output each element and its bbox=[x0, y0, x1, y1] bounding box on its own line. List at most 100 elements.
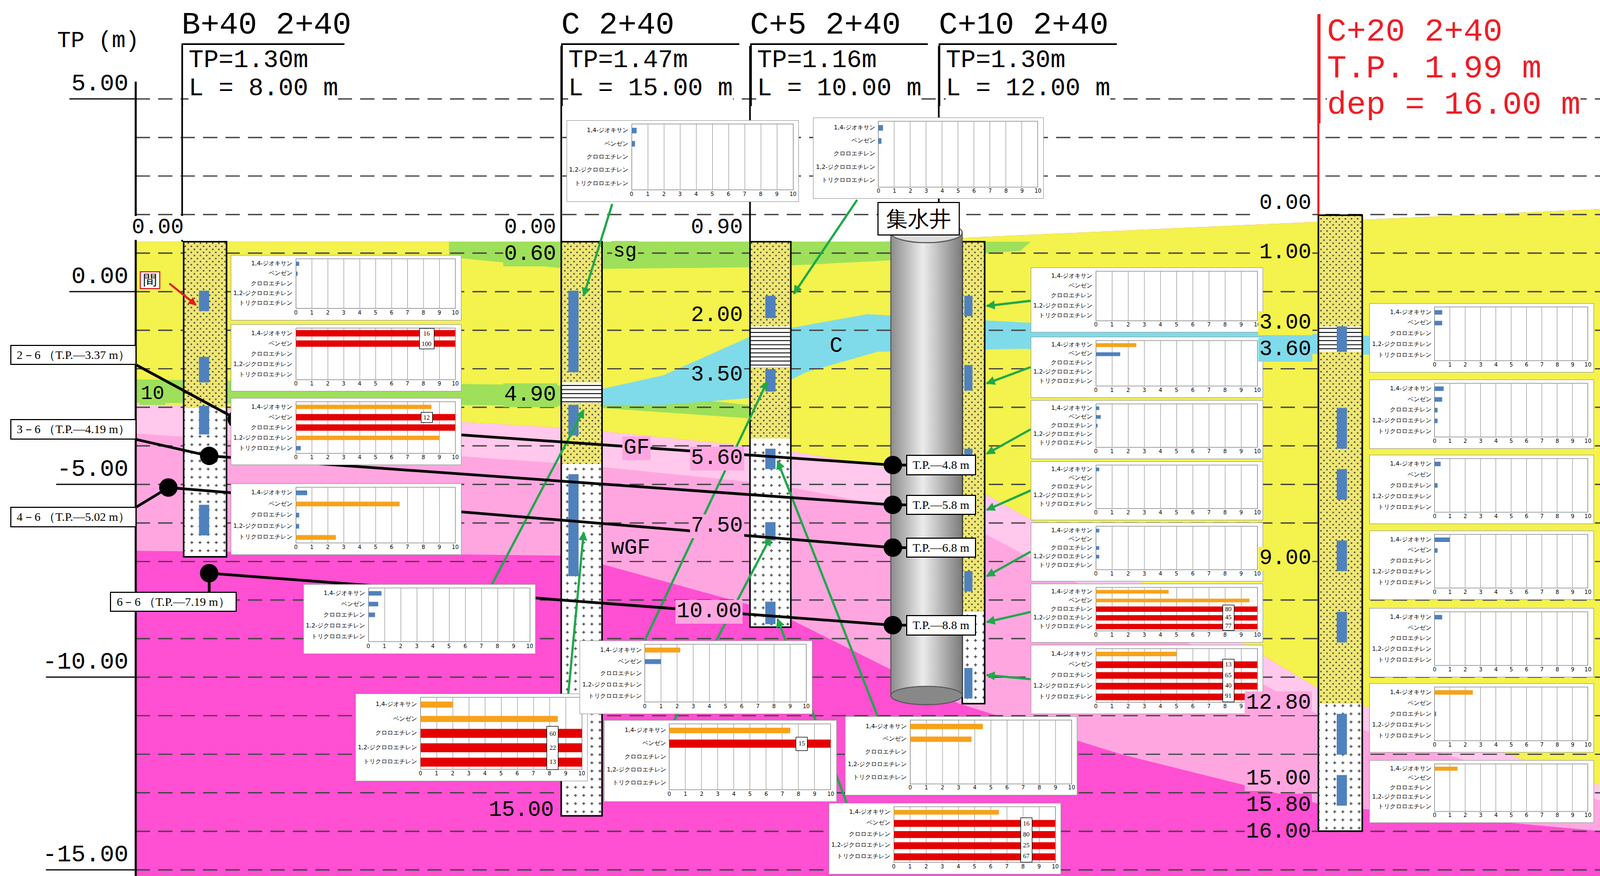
axis-tick: 3 bbox=[341, 543, 346, 551]
grid-line bbox=[1449, 383, 1450, 438]
grid-line bbox=[1176, 404, 1177, 448]
axis-tick: 7 bbox=[531, 770, 536, 778]
substance-label: クロロエチレン bbox=[1389, 783, 1432, 793]
concentration-bar bbox=[295, 424, 455, 431]
substance-label: 1,4-ジオキサン bbox=[251, 401, 293, 413]
grid-line bbox=[1541, 534, 1543, 589]
axis-tick: 8 bbox=[1223, 386, 1227, 394]
axis-tick: 7 bbox=[743, 190, 747, 198]
substance-label: トリクロロエチレン bbox=[1038, 691, 1093, 703]
plot-frame bbox=[1095, 340, 1258, 387]
sample-label: 4－6 （T.P.—5.02 m） bbox=[10, 506, 137, 528]
grid-line bbox=[1006, 720, 1008, 785]
grid-line bbox=[701, 724, 702, 791]
axis-tick: 2 bbox=[1126, 631, 1130, 639]
grid-line bbox=[696, 124, 697, 191]
substance-label: ベンゼン bbox=[642, 737, 667, 751]
axis-tick: 1 bbox=[1110, 386, 1114, 394]
axis-tick: 1 bbox=[1110, 447, 1114, 455]
axis-tick: 2 bbox=[1126, 321, 1130, 329]
axis-tick: 3 bbox=[691, 703, 695, 711]
axis-tick: 0 bbox=[294, 543, 298, 551]
substance-label: クロロエチレン bbox=[1050, 605, 1093, 614]
substance-label: トリクロロエチレン bbox=[1377, 654, 1432, 666]
axis-tick: 3 bbox=[341, 380, 346, 388]
substance-label: クロロエチレン bbox=[864, 745, 907, 759]
axis-tick: 2 bbox=[326, 543, 330, 551]
plot-frame bbox=[631, 124, 793, 191]
bracket-box: TP=1.16mL = 10.00 m bbox=[750, 43, 929, 107]
concentration-chart: 1,4-ジオキサンベンゼンクロロエチレン1,2-ジクロロエチレントリクロロエチレ… bbox=[844, 716, 1078, 797]
substance-label: 1,4-ジオキサン bbox=[375, 697, 418, 713]
sample-text: 3－6 （T.P.—4.19 m） bbox=[16, 421, 130, 438]
substance-label: 1,2-ジクロロエチレン bbox=[831, 840, 891, 852]
axis-tick: 2 bbox=[326, 380, 330, 388]
substance-label: 1,4-ジオキサン bbox=[251, 258, 293, 269]
value-number: 67 bbox=[1023, 850, 1030, 862]
grid-line bbox=[423, 487, 424, 544]
plot-frame bbox=[368, 588, 530, 642]
substance-label: クロロエチレン bbox=[1050, 421, 1093, 431]
substance-label: トリクロロエチレン bbox=[1377, 802, 1432, 812]
grid-line bbox=[1526, 383, 1527, 438]
substance-label: ベンゼン bbox=[393, 712, 418, 727]
substance-label: トリクロロエチレン bbox=[1038, 376, 1093, 387]
axis-tick: 3 bbox=[414, 642, 419, 650]
depth-label: 0.60 bbox=[503, 242, 558, 267]
axis-tick: 7 bbox=[1540, 666, 1544, 674]
concentration-bar bbox=[295, 490, 308, 496]
connector-dot bbox=[883, 616, 902, 635]
axis-tick: 9 bbox=[1053, 784, 1057, 792]
grid-line bbox=[974, 720, 975, 785]
axis-tick: 6 bbox=[989, 863, 993, 871]
grid-line bbox=[773, 644, 775, 703]
grid-line bbox=[1480, 383, 1481, 438]
grid-line bbox=[989, 121, 991, 188]
grid-line bbox=[449, 588, 450, 642]
grid-line bbox=[311, 487, 312, 544]
axis-tick: 1 bbox=[309, 380, 314, 388]
concentration-bar bbox=[1095, 406, 1099, 411]
value-box: 12 bbox=[420, 412, 433, 424]
substance-label: ベンゼン bbox=[851, 134, 876, 148]
substance-label: 1,4-ジオキサン bbox=[849, 807, 891, 819]
concentration-chart: 1,4-ジオキサンベンゼンクロロエチレン1,2-ジクロロエチレントリクロロエチレ… bbox=[230, 324, 462, 392]
substance-label: ベンゼン bbox=[1407, 317, 1432, 329]
grid-line bbox=[941, 121, 943, 188]
grid-line bbox=[1127, 526, 1129, 570]
axis-tick: 7 bbox=[1207, 703, 1211, 711]
substance-label: ベンゼン bbox=[1068, 659, 1093, 671]
axis-tick: 4 bbox=[358, 380, 362, 388]
axis-tick: 6 bbox=[1524, 437, 1528, 445]
concentration-bar bbox=[909, 723, 983, 730]
value-number: 13 bbox=[549, 755, 556, 770]
grid-line bbox=[359, 487, 360, 544]
borehole-c5 bbox=[750, 241, 791, 628]
tag-arrow bbox=[169, 283, 197, 306]
grid-line bbox=[1465, 764, 1466, 812]
axis-tick: 8 bbox=[1223, 570, 1227, 578]
substance-label: 1,4-ジオキサン bbox=[1051, 340, 1093, 350]
concentration-bar bbox=[1434, 397, 1443, 402]
axis-tick: 7 bbox=[405, 309, 409, 317]
value-box: 602213 bbox=[546, 726, 559, 770]
axis-tick: 2 bbox=[924, 863, 928, 871]
value-box: 15 bbox=[795, 737, 808, 752]
concentration-chart: 1,4-ジオキサンベンゼンクロロエチレン1,2-ジクロロエチレントリクロロエチレ… bbox=[1030, 461, 1264, 521]
depth-text: T.P.—4.8 m bbox=[912, 457, 970, 473]
concentration-chart: 1,4-ジオキサンベンゼンクロロエチレン1,2-ジクロロエチレントリクロロエチレ… bbox=[1369, 608, 1594, 678]
axis-tick: 0 bbox=[892, 863, 896, 871]
grid-line bbox=[1480, 458, 1481, 513]
axis-tick: 1 bbox=[646, 190, 650, 198]
grid-line bbox=[776, 124, 778, 191]
axis-tick: 0 bbox=[1433, 361, 1437, 369]
value-number: 45 bbox=[1225, 613, 1232, 623]
axis-tick: 3 bbox=[1142, 386, 1146, 394]
grid-line bbox=[375, 487, 376, 544]
substance-label: 1,4-ジオキサン bbox=[1051, 587, 1093, 597]
concentration-bar bbox=[893, 810, 999, 816]
depth-label: 1.00 bbox=[1258, 241, 1313, 265]
grid-line bbox=[1511, 612, 1512, 666]
grid-line bbox=[1480, 534, 1481, 589]
